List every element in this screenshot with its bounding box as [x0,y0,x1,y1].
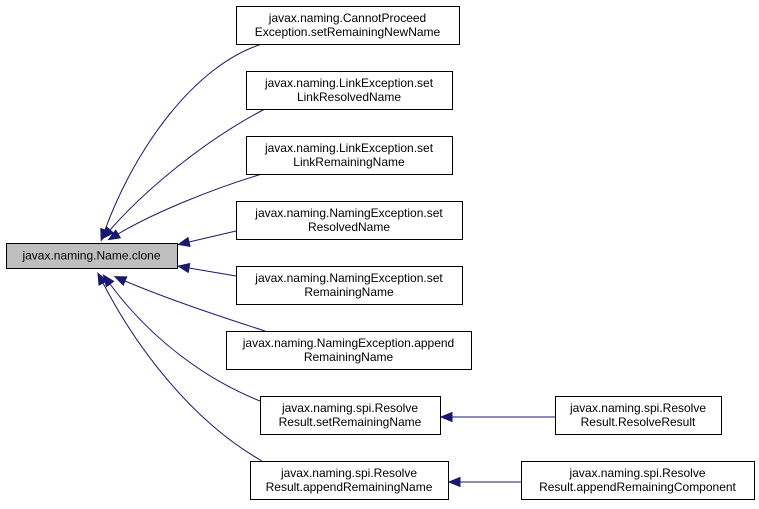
arrowhead-n6-root [113,276,128,287]
node-label-line: LinkRemainingName [293,155,405,169]
node-n8[interactable]: javax.naming.spi.ResolveResult.appendRem… [250,461,449,500]
node-label-line: javax.naming.spi.Resolve [569,401,706,415]
node-n4[interactable]: javax.naming.NamingException.setResolved… [236,201,463,240]
node-box [260,396,441,435]
node-label-line: javax.naming.spi.Resolve [568,466,705,480]
arrowhead-n4-root [177,236,191,247]
node-n3[interactable]: javax.naming.LinkException.setLinkRemain… [246,136,453,175]
node-label-line: javax.naming.NamingException.append [242,336,454,350]
arrowhead-n5-root [176,262,191,274]
node-label-line: javax.naming.CannotProceed [268,11,426,25]
node-label-line: Result.appendRemainingComponent [539,480,736,494]
node-label-line: ResolvedName [308,220,390,234]
arrowhead-n10-n8 [447,476,461,488]
node-n5[interactable]: javax.naming.NamingException.setRemainin… [236,266,463,305]
edge-n6-root [124,280,266,332]
node-n7[interactable]: javax.naming.spi.ResolveResult.setRemain… [260,396,441,435]
node-box [250,461,449,500]
nodes-layer: javax.naming.Name.clone javax.naming.Cann… [6,6,755,500]
node-n2[interactable]: javax.naming.LinkException.setLinkResolv… [246,71,453,110]
node-label-line: Result.appendRemainingName [266,480,433,494]
node-box [521,461,755,500]
node-box [246,71,453,110]
edge-n4-root [188,230,237,243]
edge-n1-root [104,43,263,231]
node-label-line: javax.naming.NamingException.set [254,206,443,220]
edge-n3-root [117,173,263,235]
edges-layer [97,43,555,488]
edge-n5-root [188,267,237,277]
node-n10[interactable]: javax.naming.spi.ResolveResult.appendRem… [521,461,755,500]
node-root[interactable]: javax.naming.Name.clone [6,243,178,269]
node-label-line: javax.naming.LinkException.set [264,76,434,90]
node-label-line: javax.naming.spi.Resolve [281,401,418,415]
node-box [236,266,463,305]
edge-n7-root [109,283,266,404]
node-label-line: javax.naming.NamingException.set [254,271,443,285]
node-n1[interactable]: javax.naming.CannotProceedException.setR… [236,6,460,45]
node-label-line: RemainingName [304,285,394,299]
arrowhead-n2-root [101,226,115,240]
arrowhead-n9-n7 [439,411,453,423]
node-box [236,6,460,45]
node-n6[interactable]: javax.naming.NamingException.appendRemai… [226,331,472,370]
node-box [6,243,178,269]
arrowhead-n8-root [97,272,108,286]
node-n9[interactable]: javax.naming.spi.ResolveResult.ResolveRe… [555,396,722,435]
node-label-line: Result.ResolveResult [581,415,696,429]
node-label-line: javax.naming.LinkException.set [264,141,434,155]
node-label-line: Exception.setRemainingNewName [255,25,441,39]
node-label-line: Result.setRemainingName [279,415,422,429]
edge-n2-root [109,108,266,231]
node-box [236,201,463,240]
edge-n8-root [102,282,263,462]
node-label-line: javax.naming.spi.Resolve [280,466,417,480]
node-box [226,331,472,370]
node-label-line: javax.naming.Name.clone [21,249,160,263]
node-box [555,396,722,435]
node-box [246,136,453,175]
node-label-line: LinkResolvedName [297,90,401,104]
arrowhead-n3-root [107,229,122,241]
node-label-line: RemainingName [304,350,394,364]
